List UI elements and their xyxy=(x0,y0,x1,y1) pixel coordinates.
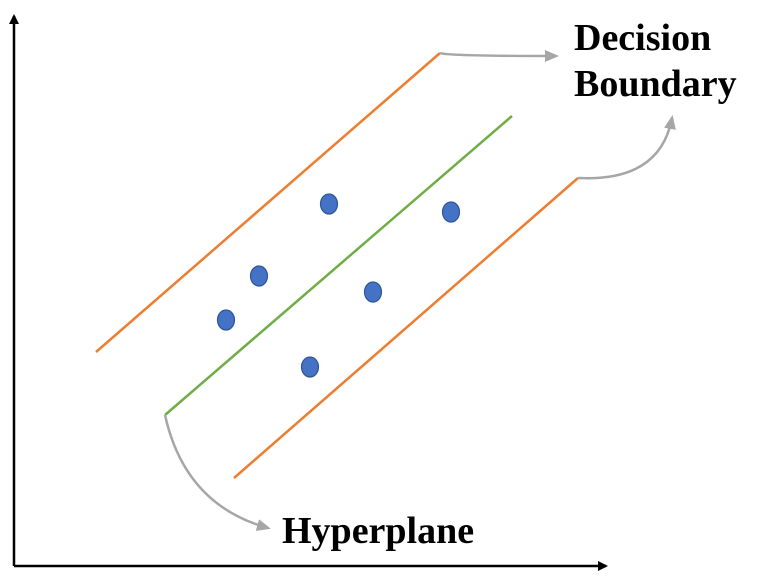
lower-boundary-callout-arrow xyxy=(577,115,676,180)
decision-boundary-label-line1: Decision xyxy=(574,17,712,59)
hyperplane-line xyxy=(164,115,513,416)
data-point xyxy=(319,193,339,215)
data-point xyxy=(363,281,383,303)
lower-decision-boundary-line xyxy=(233,177,579,479)
hyperplane-callout-arrow xyxy=(163,414,271,531)
upper-decision-boundary-line xyxy=(95,52,441,353)
decision-boundary-label-line2: Boundary xyxy=(574,62,737,105)
data-point xyxy=(441,201,461,223)
upper-boundary-callout-arrow xyxy=(439,49,559,62)
data-point xyxy=(216,309,236,331)
decision-boundary-label: Decision Boundary xyxy=(574,16,737,107)
hyperplane-label: Hyperplane xyxy=(282,510,475,552)
data-point xyxy=(249,265,269,287)
data-point xyxy=(300,356,320,378)
